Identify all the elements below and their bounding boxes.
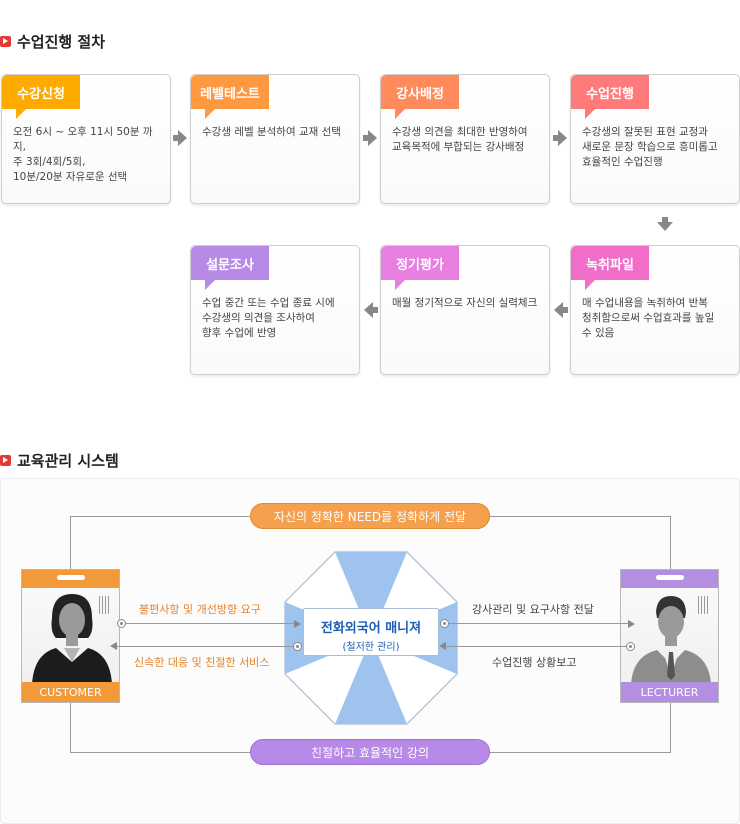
- top-pill-text: 자신의 정확한 NEED를 정확하게 전달: [273, 509, 467, 524]
- step-description: 수강생 의견을 최대한 반영하여 교육목적에 부합되는 강사배정: [392, 126, 528, 153]
- flow-start-dot: [626, 642, 635, 651]
- bottom-pill-text: 친절하고 효율적인 강의: [310, 745, 430, 760]
- badge-header: [621, 570, 718, 588]
- flow-line: [117, 646, 293, 647]
- connector-line: [70, 516, 71, 570]
- arrow-right-icon: [553, 130, 567, 146]
- arrow-right-icon: [363, 130, 377, 146]
- arrowhead-right-icon: [294, 620, 301, 628]
- connector-line: [70, 703, 71, 753]
- barcode-icon: [698, 596, 710, 614]
- arrow-left-icon: [554, 302, 568, 318]
- flow-line: [449, 623, 628, 624]
- barcode-icon: [99, 596, 111, 614]
- connector-line: [70, 752, 250, 753]
- section-title-system: 교육관리 시스템: [0, 450, 119, 471]
- manager-subtitle: (철저한 관리): [342, 642, 400, 653]
- step-description: 매월 정기적으로 자신의 실력체크: [392, 297, 538, 309]
- connector-line: [490, 516, 670, 517]
- manager-title: 전화외국어 매니져: [320, 621, 422, 636]
- connector-line: [670, 516, 671, 570]
- step-tag: 정기평가: [381, 246, 459, 290]
- left-bottom-text: 신속한 대응 및 친절한 서비스: [134, 656, 270, 669]
- section-title-process: 수업진행 절차: [0, 31, 105, 52]
- right-bottom-text: 수업진행 상황보고: [492, 656, 577, 669]
- left-top-text: 불편사항 및 개선방향 요구: [139, 603, 261, 616]
- arrow-left-icon: [364, 302, 378, 318]
- connector-line: [70, 516, 250, 517]
- step-tag: 강사배정: [381, 75, 459, 119]
- flow-start-dot: [117, 619, 126, 628]
- step-description: 오전 6시 ~ 오후 11시 50분 까지, 주 3회/4회/5회, 10분/2…: [13, 126, 153, 183]
- step-tag: 녹취파일: [571, 246, 649, 290]
- bottom-pill: 친절하고 효율적인 강의: [250, 739, 490, 765]
- flow-start-dot: [440, 619, 449, 628]
- arrowhead-right-icon: [628, 620, 635, 628]
- right-top-text: 강사관리 및 요구사항 전달: [472, 603, 594, 616]
- step-description: 매 수업내용을 녹취하여 반복 청취함으로써 수업효과를 높일 수 있음: [582, 297, 715, 339]
- section-title-text: 수업진행 절차: [17, 33, 106, 51]
- step-tag: 수업진행: [571, 75, 649, 119]
- lecturer-label: LECTURER: [621, 682, 718, 702]
- arrow-badge-icon: [0, 455, 11, 466]
- flow-line: [126, 623, 294, 624]
- customer-label: CUSTOMER: [22, 682, 119, 702]
- flow-line: [446, 646, 626, 647]
- step-tag: 설문조사: [191, 246, 269, 290]
- step-description: 수강생의 잘못된 표현 교정과 새로운 문장 학습으로 흥미롭고 효율적인 수업…: [582, 126, 718, 168]
- arrow-badge-icon: [0, 36, 11, 47]
- arrowhead-left-icon: [110, 642, 117, 650]
- arrowhead-left-icon: [439, 642, 446, 650]
- section-title-text: 교육관리 시스템: [17, 452, 119, 470]
- step-tag: 수강신청: [2, 75, 80, 119]
- badge-header: [22, 570, 119, 588]
- top-pill: 자신의 정확한 NEED를 정확하게 전달: [250, 503, 490, 529]
- arrow-down-icon: [657, 217, 673, 231]
- customer-badge: CUSTOMER: [21, 569, 120, 703]
- manager-box: 전화외국어 매니져 (철저한 관리): [303, 608, 439, 656]
- connector-line: [670, 703, 671, 753]
- male-avatar-icon: [631, 596, 711, 684]
- step-tag: 레벨테스트: [191, 75, 269, 119]
- lecturer-badge: LECTURER: [620, 569, 719, 703]
- connector-line: [490, 752, 670, 753]
- female-avatar-icon: [32, 594, 112, 684]
- step-description: 수강생 레벨 분석하여 교재 선택: [202, 126, 341, 138]
- flow-start-dot: [293, 642, 302, 651]
- arrow-right-icon: [173, 130, 187, 146]
- step-description: 수업 중간 또는 수업 종료 시에 수강생의 의견을 조사하여 향후 수업에 반…: [202, 297, 335, 339]
